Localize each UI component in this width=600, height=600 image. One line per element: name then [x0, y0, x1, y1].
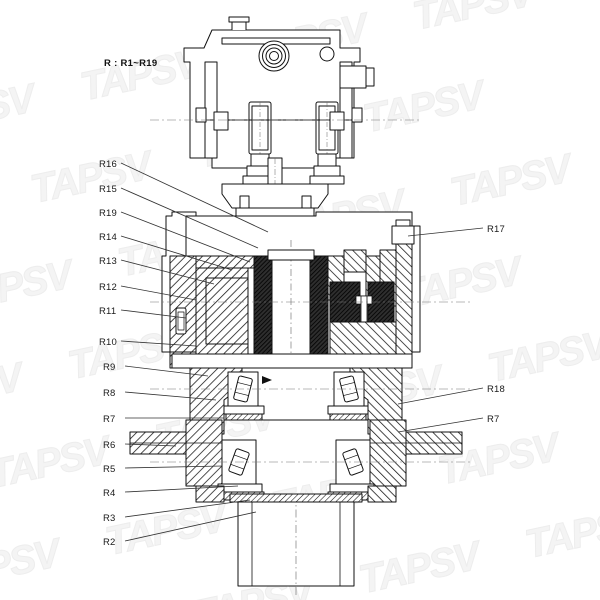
leader-line-r15-left	[120, 187, 259, 249]
callout-label-r6-left: R6	[103, 440, 116, 451]
leader-line-r12-left	[120, 285, 197, 301]
callout-label-r7-right: R7	[487, 414, 500, 425]
leader-line-r16-left	[120, 162, 269, 233]
reduction-housing-section	[129, 367, 463, 503]
callout-label-r2-left: R2	[103, 537, 116, 548]
callout-label-r7-left: R7	[103, 414, 116, 425]
upper-valve-body	[183, 16, 375, 219]
callout-label-r10-left: R10	[99, 337, 118, 348]
callout-label-r18-right: R18	[487, 384, 506, 395]
callout-label-r11-left: R11	[99, 306, 117, 317]
callout-label-r9-left: R9	[103, 362, 116, 373]
leader-line-r4-left	[124, 485, 239, 493]
leader-line-r8-left	[124, 391, 217, 401]
spool-plunger-left	[242, 101, 278, 185]
callout-label-r15-left: R15	[99, 184, 118, 195]
leader-line-r18-right	[397, 387, 484, 405]
output-shaft	[229, 493, 363, 596]
leader-line-r11-left	[120, 309, 187, 319]
leader-line-r7-right	[397, 417, 484, 433]
callout-label-r5-left: R5	[103, 464, 116, 475]
leader-line-r5-left	[124, 465, 223, 469]
leader-line-r3-left	[124, 499, 251, 518]
callout-label-r4-left: R4	[103, 488, 116, 499]
motor-housing-section	[161, 211, 421, 380]
mounting-flange	[129, 419, 463, 487]
leader-line-r6-left	[124, 443, 177, 447]
leader-line-r10-left	[120, 340, 197, 347]
leader-line-r2-left	[124, 511, 257, 542]
leader-line-r14-left	[120, 235, 233, 271]
callout-label-r13-left: R13	[99, 256, 118, 267]
callout-label-r3-left: R3	[103, 513, 116, 524]
callout-label-r14-left: R14	[99, 232, 118, 243]
leader-line-r9-left	[124, 365, 209, 377]
leader-line-r19-left	[120, 211, 251, 263]
callout-label-r19-left: R19	[99, 208, 118, 219]
legend-range-note: R : R1~R19	[104, 58, 158, 69]
centrelines	[150, 119, 470, 463]
callout-label-r16-left: R16	[99, 159, 118, 170]
leader-line-r17-right	[407, 227, 484, 237]
callout-label-r12-left: R12	[99, 282, 118, 293]
leader-line-r13-left	[120, 259, 215, 285]
callout-label-r8-left: R8	[103, 388, 116, 399]
callout-label-r17-right: R17	[487, 224, 506, 235]
